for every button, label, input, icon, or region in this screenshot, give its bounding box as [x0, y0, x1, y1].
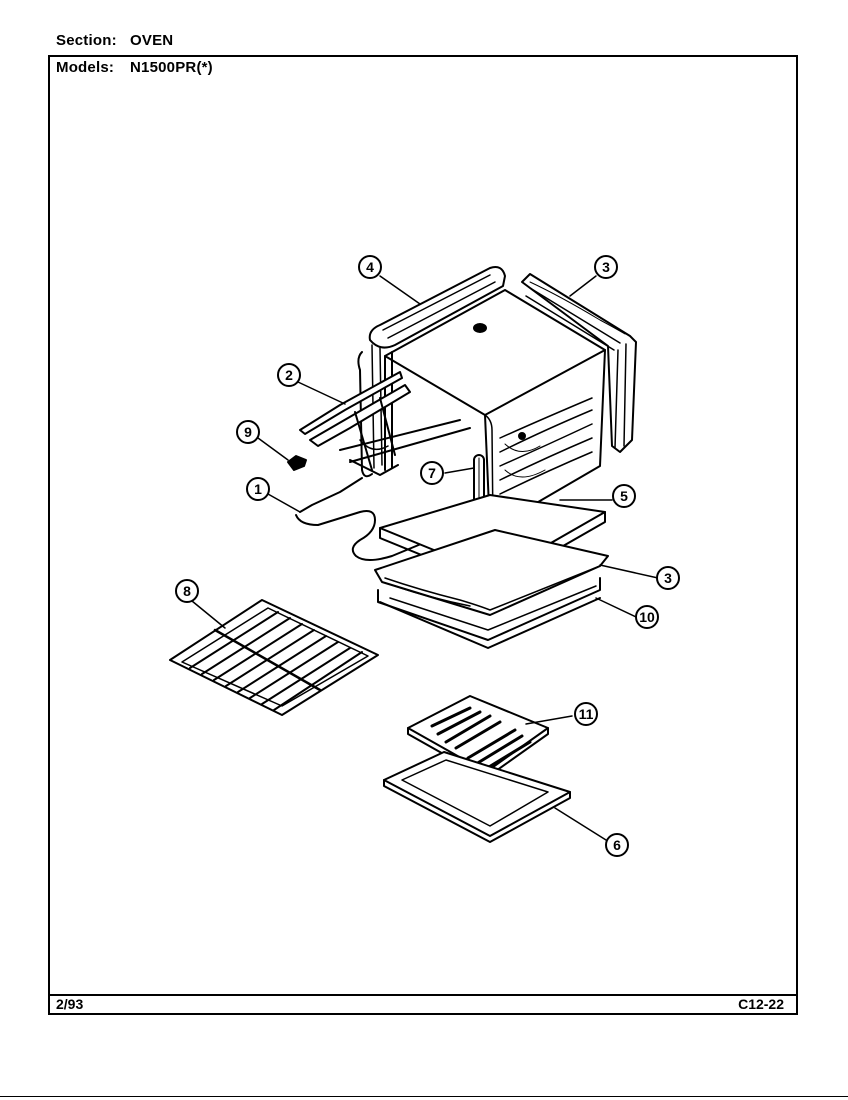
diagram-frame — [48, 55, 798, 1015]
callout-2: 2 — [285, 367, 293, 383]
callout-9: 9 — [244, 424, 252, 440]
callout-6: 6 — [613, 837, 621, 853]
section-header: Section: OVEN — [56, 32, 173, 49]
callout-3-lower: 3 — [664, 570, 672, 586]
igniter-part — [287, 455, 307, 471]
callout-7: 7 — [428, 465, 436, 481]
side-insulation-part — [521, 273, 637, 453]
callout-10: 10 — [639, 609, 655, 625]
callout-4: 4 — [366, 259, 374, 275]
callout-1: 1 — [254, 481, 262, 497]
footer-divider — [48, 994, 798, 996]
lower-tray-part — [377, 577, 601, 649]
models-value: N1500PR(*) — [130, 59, 213, 76]
bottom-insulation-part — [374, 529, 609, 616]
broiler-pan-part — [383, 751, 571, 843]
page-bottom-rule — [0, 1096, 848, 1097]
models-label: Models: — [56, 59, 115, 76]
callout-5: 5 — [620, 488, 628, 504]
broil-element-part — [299, 371, 471, 476]
oven-rack-part — [169, 599, 379, 716]
broiler-insert-part — [407, 695, 549, 779]
section-label: Section: — [56, 32, 117, 49]
section-value: OVEN — [130, 32, 174, 49]
callout-3-upper: 3 — [602, 259, 610, 275]
footer-page-code: C12-22 — [738, 996, 784, 1012]
callout-11: 11 — [579, 706, 594, 722]
models-header: Models: N1500PR(*) — [56, 59, 213, 76]
footer-date: 2/93 — [56, 996, 84, 1012]
callout-8: 8 — [183, 583, 191, 599]
oven-liner-part — [384, 289, 606, 531]
